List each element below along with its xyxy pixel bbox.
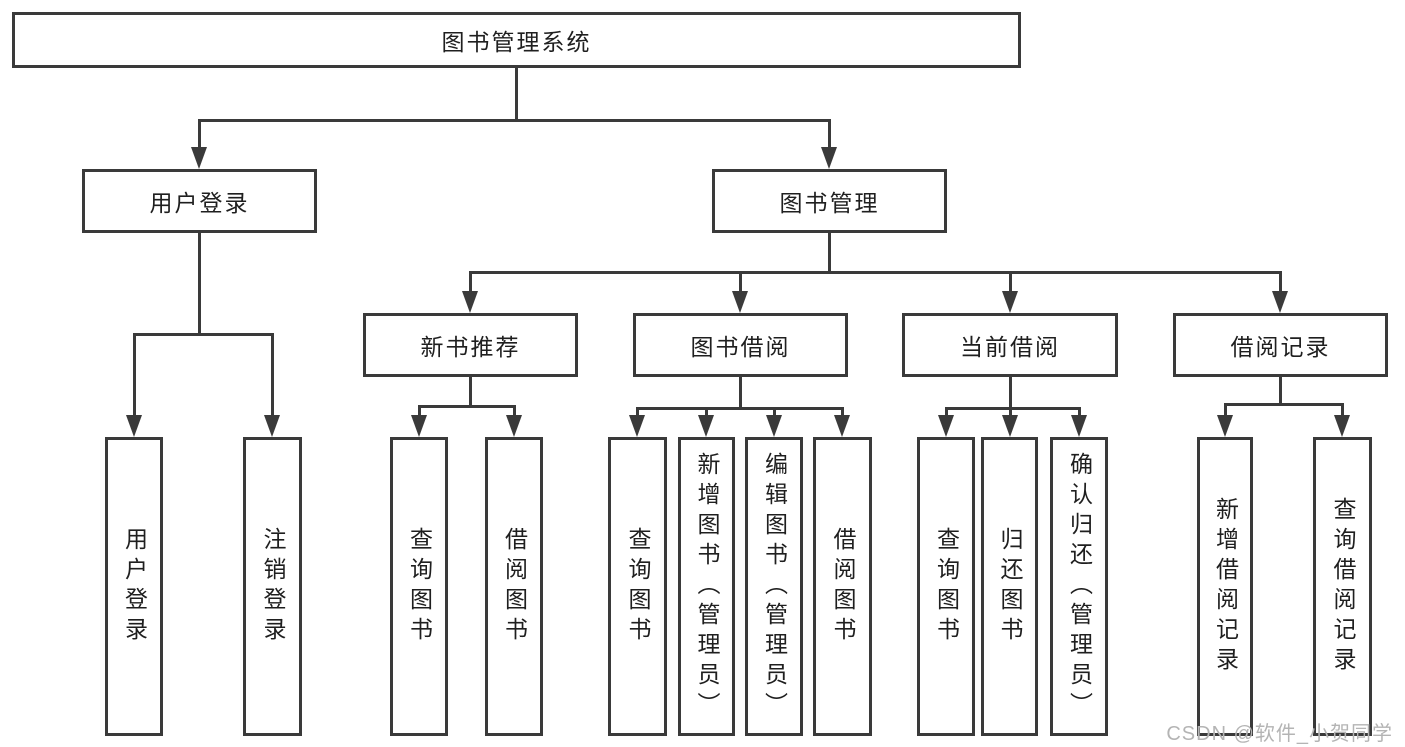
connector-line: [469, 271, 472, 293]
arrowhead: [462, 291, 478, 313]
leaf-current-return-books: 归还图书: [981, 437, 1038, 736]
connector-line: [418, 405, 515, 408]
connector-line: [469, 271, 1281, 274]
leaf-logout: 注销登录: [243, 437, 302, 736]
connector-line: [1009, 407, 1012, 417]
connector-line: [636, 407, 843, 410]
connector-line: [133, 333, 273, 336]
arrowhead: [264, 415, 280, 437]
connector-line: [418, 405, 421, 417]
arrowhead: [938, 415, 954, 437]
arrowhead: [698, 415, 714, 437]
node-new-book-recommendation: 新书推荐: [363, 313, 578, 377]
node-root-library-system: 图书管理系统: [12, 12, 1021, 68]
leaf-records-query-record: 查询借阅记录: [1313, 437, 1372, 736]
connector-line: [1078, 407, 1081, 417]
connector-line: [1009, 377, 1012, 410]
arrowhead: [629, 415, 645, 437]
node-borrowing-records: 借阅记录: [1173, 313, 1388, 377]
arrowhead: [1217, 415, 1233, 437]
node-book-management: 图书管理: [712, 169, 947, 233]
leaf-current-confirm-return-admin: 确认归还（管理员）: [1050, 437, 1108, 736]
leaf-user-login: 用户登录: [105, 437, 163, 736]
connector-line: [1341, 403, 1344, 417]
leaf-current-query-books: 查询图书: [917, 437, 975, 736]
arrowhead: [1002, 415, 1018, 437]
arrowhead: [1272, 291, 1288, 313]
connector-line: [198, 119, 830, 122]
node-current-borrowing: 当前借阅: [902, 313, 1118, 377]
connector-line: [1224, 403, 1227, 417]
connector-line: [513, 405, 516, 417]
connector-line: [828, 233, 831, 274]
leaf-recommend-query-books: 查询图书: [390, 437, 448, 736]
arrowhead: [411, 415, 427, 437]
leaf-borrow-borrow-books: 借阅图书: [813, 437, 872, 736]
connector-line: [133, 333, 136, 417]
leaf-borrow-query-books: 查询图书: [608, 437, 667, 736]
node-book-borrowing: 图书借阅: [633, 313, 848, 377]
leaf-records-add-record: 新增借阅记录: [1197, 437, 1253, 736]
connector-line: [739, 377, 742, 410]
connector-line: [739, 271, 742, 293]
arrowhead: [732, 291, 748, 313]
connector-line: [636, 407, 639, 417]
connector-line: [1279, 377, 1282, 406]
leaf-recommend-borrow-books: 借阅图书: [485, 437, 543, 736]
arrowhead: [834, 415, 850, 437]
connector-line: [705, 407, 708, 417]
connector-line: [469, 377, 472, 408]
node-user-login: 用户登录: [82, 169, 317, 233]
connector-line: [828, 119, 831, 149]
connector-line: [945, 407, 948, 417]
leaf-borrow-add-book-admin: 新增图书（管理员）: [678, 437, 735, 736]
leaf-borrow-edit-book-admin: 编辑图书（管理员）: [745, 437, 803, 736]
arrowhead: [1002, 291, 1018, 313]
arrowhead: [1071, 415, 1087, 437]
connector-line: [515, 68, 518, 121]
arrowhead: [506, 415, 522, 437]
connector-line: [1009, 271, 1012, 293]
connector-line: [1224, 403, 1343, 406]
arrowhead: [766, 415, 782, 437]
arrowhead: [126, 415, 142, 437]
connector-line: [773, 407, 776, 417]
connector-line: [841, 407, 844, 417]
connector-line: [198, 233, 201, 335]
connector-line: [198, 119, 201, 149]
connector-line: [945, 407, 1080, 410]
connector-line: [1279, 271, 1282, 293]
arrowhead: [821, 147, 837, 169]
arrowhead: [1334, 415, 1350, 437]
arrowhead: [191, 147, 207, 169]
csdn-watermark: CSDN @软件_小贺同学: [1166, 723, 1393, 745]
connector-line: [271, 333, 274, 417]
